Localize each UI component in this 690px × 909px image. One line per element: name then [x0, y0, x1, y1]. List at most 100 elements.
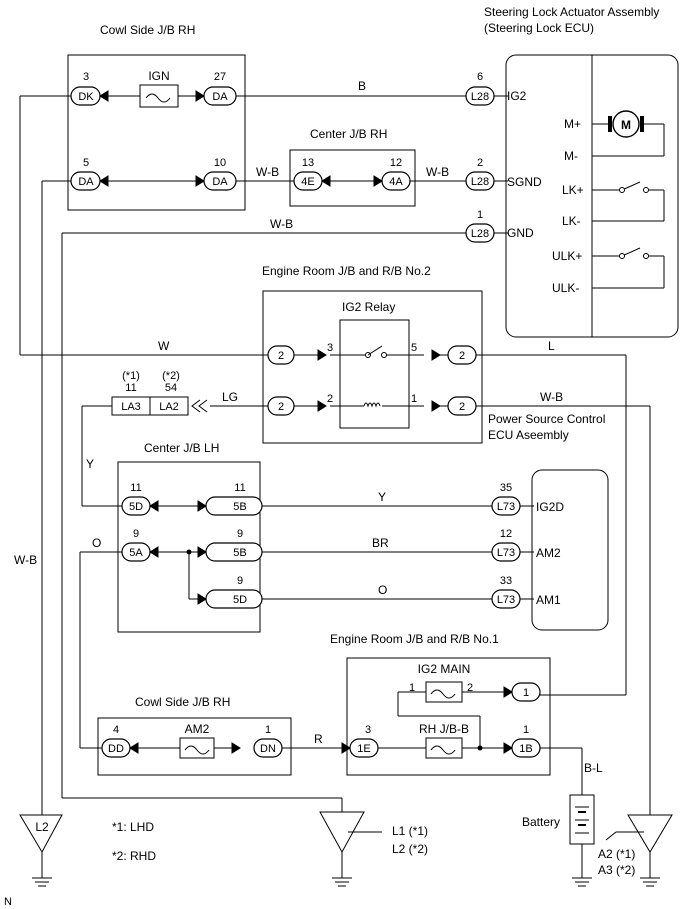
svg-text:4: 4	[113, 724, 119, 736]
svg-text:IG2: IG2	[507, 89, 527, 103]
fuse-ig2-main-icon	[425, 681, 463, 703]
conn-rb1-1b: 1B 1	[511, 724, 541, 758]
conn-actuator-gnd: L28 1 GND	[465, 209, 534, 243]
svg-text:1: 1	[523, 687, 529, 699]
wire-wb-1: W-B	[256, 165, 279, 179]
connector-arrow-icon	[231, 742, 241, 754]
wire-y-mid: Y	[378, 490, 386, 504]
conn-cowl-dd: DD 4	[101, 724, 131, 758]
svg-text:1: 1	[411, 393, 417, 405]
svg-text:L73: L73	[497, 501, 515, 513]
svg-text:LA2: LA2	[159, 401, 179, 413]
fuse-ign-icon	[139, 84, 179, 108]
ground-battery-icon	[572, 877, 592, 887]
center-rh-title: Center J/B RH	[310, 127, 387, 141]
term-lk-minus: LK-	[562, 214, 581, 228]
note-rhd: *2: RHD	[112, 849, 156, 863]
note-lhd: *1: LHD	[112, 820, 154, 834]
connector-arrow-icon	[195, 175, 205, 187]
svg-text:5D: 5D	[129, 501, 143, 513]
fuse-ign-label: IGN	[148, 69, 169, 83]
svg-text:5: 5	[83, 157, 89, 169]
battery-label: Battery	[522, 815, 560, 829]
conn-power-am1: L73 33 AM1	[491, 575, 561, 609]
svg-text:1: 1	[477, 209, 483, 221]
engine-rb2-title: Engine Room J/B and R/B No.2	[262, 264, 431, 278]
connector-arrow-icon	[149, 546, 159, 558]
conn-center-rh-4e: 4E 13	[293, 157, 323, 191]
svg-text:5D: 5D	[233, 594, 247, 606]
connector-arrow-icon	[195, 90, 205, 102]
fuse-ig2-main-pin1: 1	[409, 682, 415, 694]
ground-l2-icon	[19, 814, 63, 887]
svg-text:L28: L28	[471, 91, 489, 103]
connector-arrow-icon	[503, 686, 513, 698]
svg-text:1B: 1B	[519, 743, 532, 755]
term-m-minus: M-	[564, 149, 578, 163]
svg-text:9: 9	[133, 528, 139, 540]
center-jb-rh-box	[289, 149, 416, 207]
svg-text:AM1: AM1	[536, 593, 561, 607]
conn-center-rh-4a: 4A 12	[381, 157, 411, 191]
term-lk-plus: LK+	[562, 183, 584, 197]
svg-text:L73: L73	[497, 594, 515, 606]
fuse-ig2-main-pin2: 2	[467, 682, 473, 694]
connector-arrow-icon	[431, 400, 441, 412]
conn-center-lh-5b-9: 5B 9	[205, 528, 263, 562]
connector-arrow-icon	[197, 500, 207, 512]
connector-arrow-icon	[197, 593, 207, 605]
conn-rb1-1e: 1E 3	[349, 724, 379, 758]
fuse-ig2-main-label: IG2 MAIN	[418, 662, 471, 676]
conn-relay-left-top: 2 3	[267, 342, 333, 365]
engine-room-rb1-box	[346, 657, 551, 776]
svg-text:5B: 5B	[233, 547, 246, 559]
svg-text:3: 3	[327, 342, 333, 354]
wire-lg: LG	[222, 390, 238, 404]
relay-coil-icon	[363, 402, 381, 408]
fuse-am2-icon	[179, 737, 215, 759]
svg-text:3: 3	[83, 71, 89, 83]
cowl-rh-top-title: Cowl Side J/B RH	[100, 23, 195, 37]
ig2-relay-title: IG2 Relay	[342, 300, 395, 314]
connector-arrow-icon	[321, 175, 331, 187]
svg-text:DA: DA	[78, 176, 94, 188]
svg-text:1E: 1E	[357, 743, 370, 755]
power-ecu-title-2: ECU Aseembly	[488, 428, 569, 442]
motor-label: M	[621, 118, 631, 132]
conn-relay-right-top: 2 5	[411, 342, 477, 365]
connector-arrow-icon	[99, 90, 109, 102]
connector-arrow-icon	[317, 349, 327, 361]
svg-text:DK: DK	[78, 91, 94, 103]
svg-text:9: 9	[237, 528, 243, 540]
svg-text:1: 1	[265, 724, 271, 736]
svg-text:DN: DN	[260, 743, 276, 755]
svg-text:L28: L28	[471, 228, 489, 240]
svg-text:AM2: AM2	[536, 546, 561, 560]
svg-text:27: 27	[214, 71, 226, 83]
connector-arrow-icon	[341, 742, 351, 754]
svg-text:12: 12	[390, 157, 402, 169]
conn-center-lh-5a: 5A 9	[121, 528, 151, 562]
svg-text:4E: 4E	[301, 176, 314, 188]
svg-text:L73: L73	[497, 547, 515, 559]
wire-b: B	[358, 79, 366, 93]
ground-l1-label-1: L1 (*1)	[392, 824, 428, 838]
wire-l: L	[548, 339, 555, 353]
fuse-rh-jbb-label: RH J/B-B	[419, 722, 469, 736]
connector-arrow-icon	[373, 175, 383, 187]
ig2-relay-box	[339, 319, 410, 429]
center-lh-title: Center J/B LH	[144, 441, 219, 455]
wire-wb-left: W-B	[14, 553, 37, 567]
wire-wb-relay: W-B	[540, 390, 563, 404]
wire-br: BR	[372, 536, 389, 550]
wire-r: R	[314, 732, 323, 746]
term-m-plus: M+	[564, 117, 581, 131]
conn-cowl-dn: DN 1	[253, 724, 283, 758]
conn-relay-left-bottom: 2 2	[267, 393, 333, 416]
svg-text:2: 2	[278, 401, 284, 413]
svg-text:35: 35	[500, 482, 512, 494]
svg-text:DA: DA	[212, 176, 228, 188]
svg-text:5B: 5B	[233, 501, 246, 513]
svg-text:LA3: LA3	[121, 401, 141, 413]
conn-center-lh-5d-9: 5D 9	[205, 575, 263, 609]
